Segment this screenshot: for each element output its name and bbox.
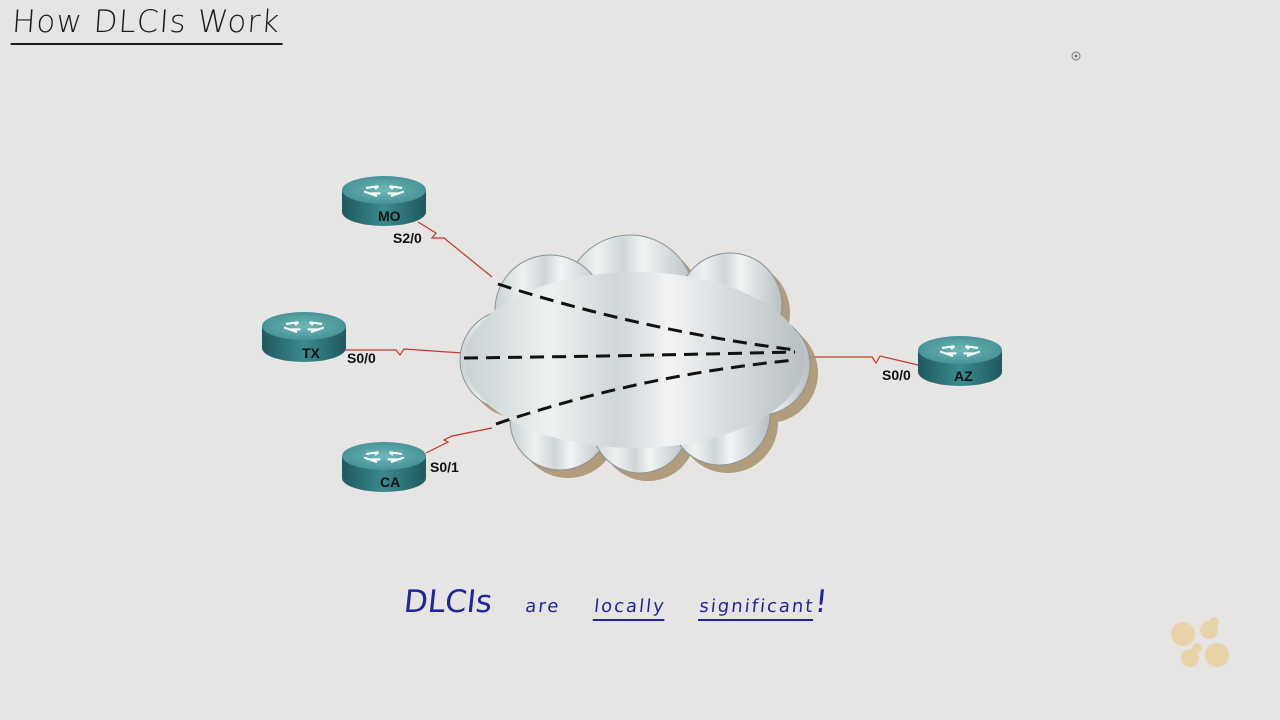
serial-link-mo <box>417 221 493 278</box>
router-mo-label: MO <box>378 208 401 224</box>
router-mo[interactable]: MO <box>342 176 426 226</box>
caption-part-dlcis: DLCIs <box>402 584 494 620</box>
cursor-dot-icon <box>1071 51 1081 61</box>
caption-part-significant: significant <box>698 596 816 617</box>
router-az[interactable]: AZ <box>918 336 1002 386</box>
serial-link-ca <box>425 427 493 454</box>
pvc-ca-az <box>495 358 796 426</box>
serial-link-tx <box>344 348 463 357</box>
caption-note: DLCIs are locally significant! <box>402 584 829 620</box>
interface-label-tx: S0/0 <box>347 350 376 366</box>
caption-part-are: are <box>524 596 562 617</box>
router-tx-label: TX <box>302 345 321 361</box>
router-tx[interactable]: TX <box>262 312 346 362</box>
pvc-lines <box>463 282 796 426</box>
router-ca-label: CA <box>380 474 400 490</box>
logo-icon <box>1171 617 1229 667</box>
serial-link-az <box>806 355 919 366</box>
router-az-label: AZ <box>954 368 973 384</box>
caption-part-locally: locally <box>593 596 667 617</box>
pvc-mo-az <box>497 282 796 352</box>
interface-label-mo: S2/0 <box>393 230 422 246</box>
pvc-tx-az <box>463 350 796 360</box>
router-ca[interactable]: CA <box>342 442 426 492</box>
interface-label-az: S0/0 <box>882 367 911 383</box>
interface-label-ca: S0/1 <box>430 459 459 475</box>
